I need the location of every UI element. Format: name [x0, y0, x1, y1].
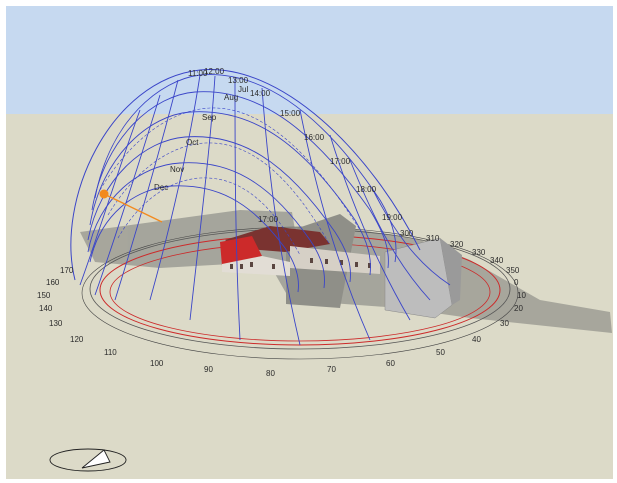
- hour-label: 15:00: [280, 109, 301, 118]
- hour-label: 17:00: [258, 215, 279, 224]
- month-label: Oct: [186, 138, 199, 147]
- azimuth-label: 50: [436, 348, 445, 357]
- azimuth-label: 110: [104, 348, 117, 357]
- hour-label: 14:00: [250, 89, 271, 98]
- azimuth-labels: 350 0 10 20 30 40 50 60 70 80 90 100 110…: [37, 229, 526, 378]
- hour-label: 13:00: [228, 76, 249, 85]
- hour-label: 16:00: [304, 133, 325, 142]
- azimuth-label: 60: [386, 359, 395, 368]
- azimuth-label: 40: [472, 335, 481, 344]
- azimuth-label: 100: [150, 359, 164, 368]
- azimuth-label: 330: [472, 248, 486, 257]
- sun-marker-icon: [99, 189, 109, 199]
- hour-labels: 11:00 12:00 13:00 14:00 15:00 16:00 17:0…: [188, 67, 403, 224]
- month-label: Aug: [224, 93, 238, 102]
- building-model: [220, 214, 462, 319]
- azimuth-label: 30: [500, 319, 509, 328]
- month-labels: Jul Aug Sep Oct Nov Dec: [154, 85, 248, 192]
- azimuth-label: 350: [506, 266, 520, 275]
- building-wall: [222, 256, 290, 276]
- sun-path-dome: [70, 69, 451, 346]
- grey-block-side: [440, 238, 462, 305]
- hour-label: 17:00: [330, 157, 351, 166]
- azimuth-label: 310: [426, 234, 440, 243]
- azimuth-label: 170: [60, 266, 74, 275]
- azimuth-label: 340: [490, 256, 504, 265]
- month-label: Jul: [238, 85, 248, 94]
- azimuth-label: 120: [70, 335, 84, 344]
- sun-ray: [103, 193, 163, 223]
- hour-label: 12:00: [204, 67, 225, 76]
- azimuth-label: 70: [327, 365, 336, 374]
- hour-label: 11:00: [188, 69, 208, 78]
- azimuth-label: 10: [517, 291, 526, 300]
- hour-label: 19:00: [382, 213, 403, 222]
- azimuth-label: 20: [514, 304, 523, 313]
- azimuth-label: 320: [450, 240, 464, 249]
- azimuth-label: 160: [46, 278, 60, 287]
- azimuth-label: 80: [266, 369, 275, 378]
- grey-block: [384, 237, 453, 319]
- azimuth-label: 150: [37, 291, 51, 300]
- azimuth-label: 90: [204, 365, 213, 374]
- month-label: Nov: [170, 165, 184, 174]
- azimuth-label: 300: [400, 229, 414, 238]
- azimuth-label: 140: [39, 304, 53, 313]
- azimuth-label: 130: [49, 319, 63, 328]
- compass-icon[interactable]: [49, 448, 127, 472]
- month-label: Sep: [202, 113, 217, 122]
- building-windows: [230, 258, 371, 269]
- hour-label: 18:00: [356, 185, 377, 194]
- azimuth-label: 0: [514, 278, 519, 287]
- sky: [6, 6, 613, 114]
- month-label: Dec: [154, 183, 168, 192]
- sun-path-dotted-arcs: [99, 107, 361, 256]
